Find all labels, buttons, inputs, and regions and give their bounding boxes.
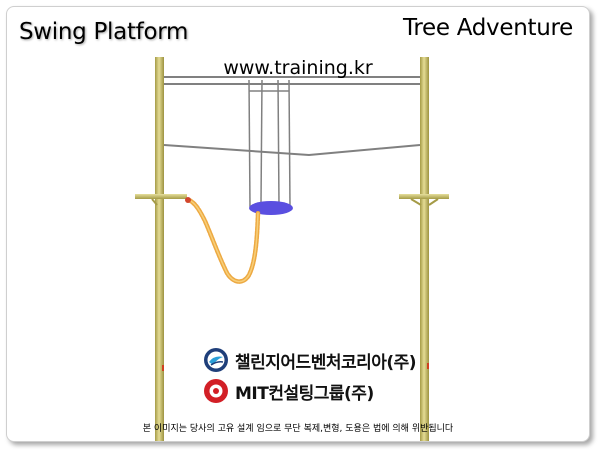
challenge-adventure-logo-icon [204, 348, 228, 372]
logo-name-mit-consulting: MIT컨설팅그룹(주) [235, 383, 374, 404]
mit-consulting-logo-icon [204, 379, 228, 403]
right-arm-brace [410, 198, 422, 206]
website-url: www.training.kr [223, 57, 373, 79]
swing-platform-disc [249, 201, 293, 215]
right-arm-brace-2 [428, 198, 439, 206]
left-pole-mark [162, 365, 164, 371]
logo-challenge-adventure: 챌린지어드벤처코리아(주) [203, 347, 417, 373]
left-arm-brace [151, 198, 158, 206]
right-pole-mark [427, 363, 429, 369]
cage-line-2 [260, 79, 263, 204]
rope-highlight [188, 199, 259, 283]
left-pole [155, 57, 164, 441]
cage-line-4 [288, 79, 291, 208]
right-pole [420, 57, 429, 441]
cage-line-1 [248, 79, 251, 208]
logo-name-challenge-adventure: 챌린지어드벤처코리아(주) [235, 352, 417, 373]
right-arm [399, 194, 449, 199]
left-arm [135, 194, 187, 199]
mid-cable [163, 144, 421, 157]
logo-mit-consulting: MIT컨설팅그룹(주) [203, 378, 374, 404]
rope-anchor [185, 197, 191, 203]
title-swing-platform: Swing Platform [19, 19, 189, 45]
title-tree-adventure: Tree Adventure [403, 15, 573, 41]
copyright-notice: 본 이미지는 당사의 고유 설계 임으로 무단 복제,변형, 도용은 법에 의해… [142, 424, 454, 434]
cage-line-3 [277, 79, 280, 206]
diagram-frame: Swing Platform Tree Adventure www.traini… [6, 6, 590, 442]
swing-platform-diagram [135, 57, 449, 441]
